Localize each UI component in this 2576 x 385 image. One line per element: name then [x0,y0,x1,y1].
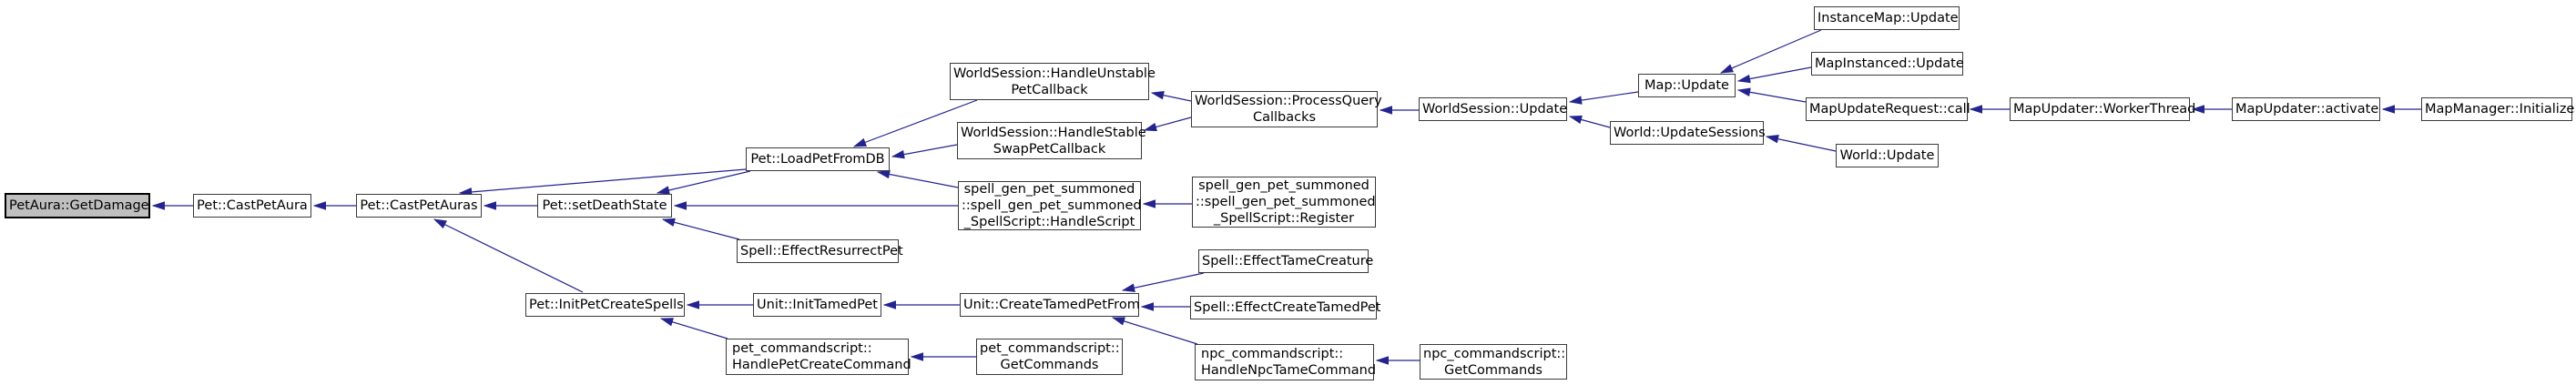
node-label-line: MapManager::Initialize [2425,102,2575,117]
edge-handle-stable-swap-pet-callback-to-load-pet-from-db [891,144,958,159]
edge-handle-pet-create-command-to-init-pet-create-spells [659,318,728,339]
node-spell-gen-handle-script[interactable]: spell_gen_pet_summoned::spell_gen_pet_su… [958,181,1142,230]
node-init-pet-create-spells[interactable]: Pet::InitPetCreateSpells [525,293,685,317]
node-label-line: PetCallback [1011,82,1088,97]
node-label-line: GetCommands [1444,362,1543,378]
edge-spell-gen-handle-script-to-load-pet-from-db [876,169,959,188]
node-map-updater-activate[interactable]: MapUpdater::activate [2232,97,2380,121]
node-label-line: World::Update [1839,148,1935,163]
node-label-line: MapInstanced::Update [1815,56,1964,71]
node-spell-gen-register[interactable]: spell_gen_pet_summoned::spell_gen_pet_su… [1192,177,1376,228]
node-get-damage: PetAura::GetDamage [5,193,150,218]
node-set-death-state[interactable]: Pet::setDeathState [537,194,672,218]
node-label-line: MapUpdateRequest::call [1809,102,1970,117]
edge-init-pet-create-spells-to-cast-pet-auras [433,218,584,293]
node-label-line: pet_commandscript:: [980,341,1120,356]
node-cast-pet-aura[interactable]: Pet::CastPetAura [193,194,311,218]
node-label-line: Pet::CastPetAuras [360,198,478,213]
edge-world-update-sessions-to-worldsession-update [1568,115,1611,128]
node-map-updater-worker-thread[interactable]: MapUpdater::WorkerThread [2010,97,2196,121]
node-label-line: spell_gen_pet_summoned [1198,178,1369,193]
node-label-line: PetAura::GetDamage [9,198,149,213]
edge-map-update-to-worldsession-update [1568,91,1639,105]
node-cast-pet-auras[interactable]: Pet::CastPetAuras [356,194,482,218]
node-label-line: Spell::EffectResurrectPet [740,244,903,258]
node-label-line: pet_commandscript:: [732,341,872,356]
node-label-line: WorldSession::HandleStable [961,125,1146,140]
node-label-line: ::spell_gen_pet_summoned [1196,195,1376,209]
node-label-line: spell_gen_pet_summoned [963,182,1135,197]
node-label-line: MapUpdater::activate [2235,102,2379,117]
node-label-line: Spell::EffectCreateTamedPet [1194,300,1381,315]
node-label-line: Spell::EffectTameCreature [1202,254,1374,268]
node-label-line: Unit::InitTamedPet [757,298,878,312]
edge-world-update-to-world-update-sessions [1765,135,1837,152]
node-label-line: InstanceMap::Update [1817,11,1959,25]
node-label-line: SwapPetCallback [993,141,1106,157]
node-world-update-sessions[interactable]: World::UpdateSessions [1610,121,1766,145]
edge-load-pet-from-db-to-cast-pet-auras [458,168,747,197]
node-map-update[interactable]: Map::Update [1638,74,1736,97]
node-label-line: Pet::InitPetCreateSpells [529,298,684,312]
node-load-pet-from-db[interactable]: Pet::LoadPetFromDB [746,147,890,171]
node-map-instanced-update[interactable]: MapInstanced::Update [1811,52,1964,76]
node-label-line: WorldSession::Update [1422,102,1568,117]
node-label-line: Unit::CreateTamedPetFrom [963,298,1140,312]
edge-effect-tame-creature-to-create-tamed-pet-from [1121,272,1205,292]
node-label-line: Map::Update [1644,78,1729,93]
node-label-line: ::spell_gen_pet_summoned [962,198,1142,213]
node-map-manager-initialize[interactable]: MapManager::Initialize [2421,97,2575,121]
node-label-line: npc_commandscript:: [1201,347,1344,361]
node-label-line: _SpellScript::HandleScript [963,215,1135,229]
node-handle-pet-create-command[interactable]: pet_commandscript::HandlePetCreateComman… [726,339,911,375]
node-pet-get-commands[interactable]: pet_commandscript::GetCommands [976,339,1123,375]
node-map-update-request-call[interactable]: MapUpdateRequest::call [1806,97,1970,121]
edge-instance-map-update-to-map-update [1719,29,1822,74]
edge-map-update-request-call-to-map-update [1736,87,1807,103]
node-effect-resurrect-pet[interactable]: Spell::EffectResurrectPet [737,239,903,263]
node-label-line: Pet::CastPetAura [197,198,308,213]
node-label-line: World::UpdateSessions [1614,126,1766,140]
node-label-line: _SpellScript::Register [1213,211,1355,226]
edge-process-query-callbacks-to-handle-unstable-pet-callback [1150,91,1192,102]
edge-load-pet-from-db-to-set-death-state [656,170,751,195]
node-label-line: GetCommands [1000,358,1099,372]
node-label-line: WorldSession::ProcessQuery [1195,94,1382,108]
node-label-line: Pet::setDeathState [542,198,667,213]
node-create-tamed-pet-from[interactable]: Unit::CreateTamedPetFrom [960,293,1140,317]
node-effect-tame-creature[interactable]: Spell::EffectTameCreature [1198,249,1374,273]
node-npc-get-commands[interactable]: npc_commandscript::GetCommands [1420,344,1567,380]
node-worldsession-update[interactable]: WorldSession::Update [1419,97,1567,121]
edge-handle-unstable-pet-callback-to-load-pet-from-db [852,99,978,147]
node-label-line: Callbacks [1252,110,1317,125]
node-label-line: MapUpdater::WorkerThread [2013,102,2196,117]
node-effect-create-tamed-pet[interactable]: Spell::EffectCreateTamedPet [1190,296,1381,319]
node-instance-map-update[interactable]: InstanceMap::Update [1814,6,1960,30]
node-init-tamed-pet[interactable]: Unit::InitTamedPet [753,293,881,317]
edge-map-instanced-update-to-map-update [1736,66,1812,84]
node-label-line: WorldSession::HandleUnstable [953,66,1156,81]
node-handle-npc-tame-command[interactable]: npc_commandscript::HandleNpcTameCommand [1195,344,1377,380]
node-label-line: Pet::LoadPetFromDB [750,152,885,167]
node-world-update[interactable]: World::Update [1836,144,1939,167]
edge-process-query-callbacks-to-handle-stable-swap-pet-callback [1143,117,1192,132]
edge-handle-npc-tame-command-to-create-tamed-pet-from [1111,317,1198,345]
node-label-line: HandlePetCreateCommand [732,358,911,372]
edge-effect-resurrect-pet-to-set-death-state [661,218,740,240]
node-label-line: npc_commandscript:: [1423,346,1566,361]
node-label-line: HandleNpcTameCommand [1201,363,1377,378]
